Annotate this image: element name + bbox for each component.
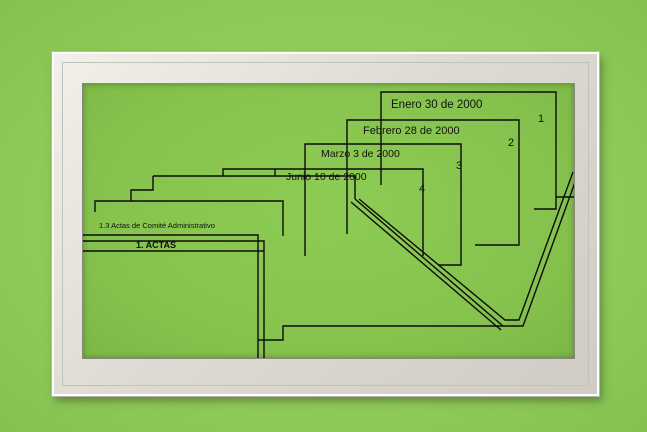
picture-frame: Enero 30 de 2000 1 Febrero 28 de 2000 2 … [52,52,599,396]
folder-1-outline [380,91,557,210]
subsection-label: 1.3 Actas de Comité Administrativo [99,221,215,230]
folder-diagram-svg: Enero 30 de 2000 1 Febrero 28 de 2000 2 … [83,91,574,358]
folder-2-number: 2 [508,137,514,149]
folder-1-date: Enero 30 de 2000 [391,99,482,111]
folder-2-date: Febrero 28 de 2000 [363,125,460,137]
folder-4-tab [222,168,276,176]
front-folder-left [94,200,284,236]
divider-back-tab [130,176,154,201]
folder-2-outline [346,119,520,246]
folder-labels: Enero 30 de 2000 1 Febrero 28 de 2000 2 … [99,99,544,250]
folder-diagram: Enero 30 de 2000 1 Febrero 28 de 2000 2 … [83,84,574,358]
section-label: 1. ACTAS [136,240,176,250]
divider-back-outline [153,175,356,199]
folder-3-date: Marzo 3 de 2000 [321,148,400,160]
section-folder-outline [83,234,259,358]
folder-1-number: 1 [538,113,544,125]
folder-outlines [83,91,574,358]
folder-4-outline [275,168,424,256]
section-folder-inner [83,240,265,358]
folder-3-outline [304,143,462,266]
front-folder-slant-outer [354,182,574,327]
front-folder-slant-mid [350,201,502,331]
front-folder-bottom [258,325,503,341]
front-folder-slant-inner [358,171,574,321]
folder-4-date: Junio 10 de 2000 [286,171,367,183]
folder-3-number: 3 [456,160,462,172]
folder-4-number: 4 [419,183,425,195]
